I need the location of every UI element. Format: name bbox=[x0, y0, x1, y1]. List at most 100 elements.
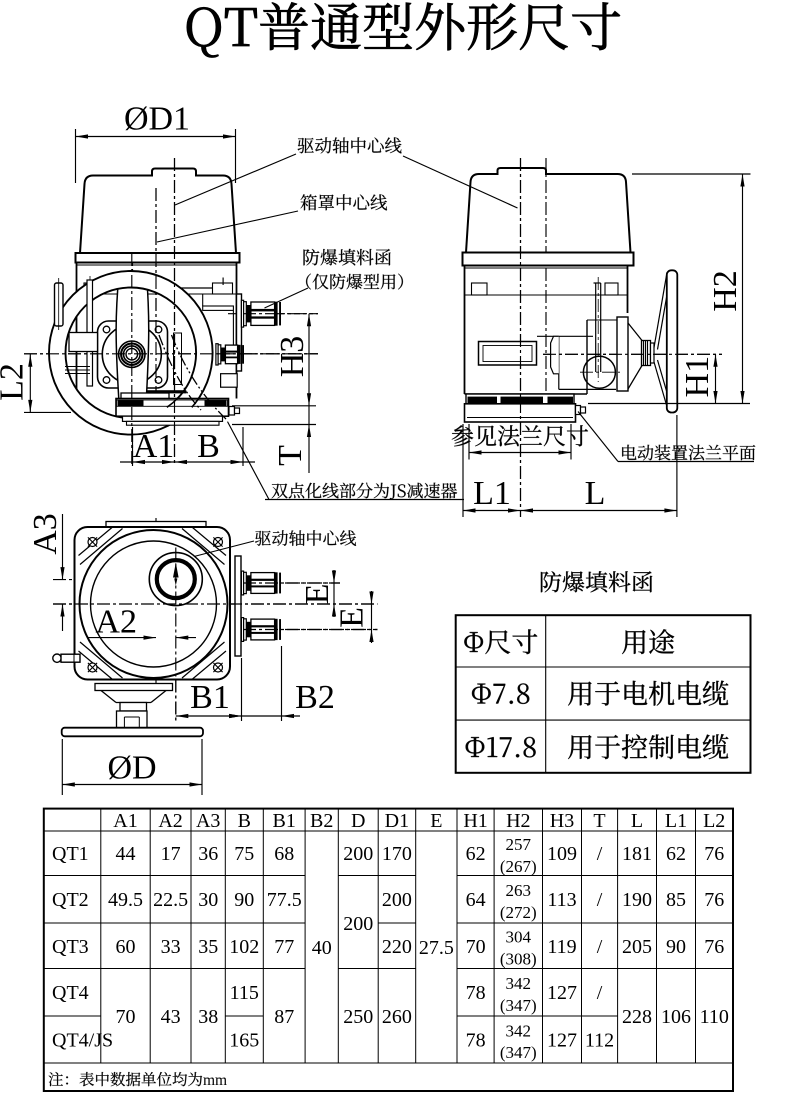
svg-text:(347): (347) bbox=[500, 1043, 537, 1062]
svg-text:109: 109 bbox=[547, 843, 577, 865]
svg-text:L: L bbox=[585, 475, 606, 512]
svg-text:304: 304 bbox=[506, 928, 532, 947]
svg-text:(308): (308) bbox=[500, 950, 537, 969]
svg-text:250: 250 bbox=[343, 1006, 373, 1028]
svg-text:(347): (347) bbox=[500, 996, 537, 1015]
svg-text:44: 44 bbox=[116, 843, 136, 865]
svg-text:190: 190 bbox=[622, 889, 652, 911]
svg-text:36: 36 bbox=[198, 843, 218, 865]
svg-text:200: 200 bbox=[382, 889, 412, 911]
svg-text:A1: A1 bbox=[133, 428, 175, 465]
svg-text:113: 113 bbox=[547, 889, 576, 911]
svg-text:QT3: QT3 bbox=[52, 936, 89, 958]
svg-text:77.5: 77.5 bbox=[267, 889, 302, 911]
svg-text:49.5: 49.5 bbox=[108, 889, 143, 911]
svg-text:/: / bbox=[597, 982, 603, 1004]
svg-text:76: 76 bbox=[704, 936, 724, 958]
svg-text:68: 68 bbox=[274, 843, 294, 865]
svg-text:228: 228 bbox=[622, 1006, 652, 1028]
svg-text:60: 60 bbox=[116, 936, 136, 958]
svg-text:H2: H2 bbox=[506, 810, 530, 832]
svg-text:165: 165 bbox=[229, 1030, 259, 1052]
svg-text:(272): (272) bbox=[500, 903, 537, 922]
svg-text:112: 112 bbox=[585, 1030, 614, 1052]
svg-text:127: 127 bbox=[547, 982, 577, 1004]
svg-text:102: 102 bbox=[229, 936, 259, 958]
svg-text:62: 62 bbox=[466, 843, 486, 865]
svg-text:70: 70 bbox=[466, 936, 486, 958]
svg-text:38: 38 bbox=[198, 1006, 218, 1028]
svg-text:87: 87 bbox=[274, 1006, 294, 1028]
svg-text:ØD1: ØD1 bbox=[124, 101, 190, 138]
svg-text:QT2: QT2 bbox=[52, 889, 89, 911]
svg-text:17: 17 bbox=[161, 843, 181, 865]
svg-text:B: B bbox=[197, 428, 220, 465]
svg-text:ØD: ØD bbox=[107, 750, 156, 787]
svg-text:257: 257 bbox=[506, 835, 532, 854]
svg-text:33: 33 bbox=[161, 936, 181, 958]
svg-text:E: E bbox=[334, 607, 371, 628]
svg-text:127: 127 bbox=[547, 1030, 577, 1052]
svg-text:70: 70 bbox=[116, 1006, 136, 1028]
svg-text:43: 43 bbox=[161, 1006, 181, 1028]
svg-text:QT1: QT1 bbox=[52, 843, 89, 865]
svg-text:90: 90 bbox=[234, 889, 254, 911]
svg-text:D: D bbox=[351, 810, 365, 832]
svg-text:L1: L1 bbox=[473, 475, 511, 512]
svg-text:A1: A1 bbox=[113, 810, 137, 832]
svg-text:T: T bbox=[593, 810, 605, 832]
svg-text:L2: L2 bbox=[703, 810, 725, 832]
svg-text:30: 30 bbox=[198, 889, 218, 911]
svg-text:L1: L1 bbox=[665, 810, 687, 832]
svg-text:75: 75 bbox=[234, 843, 254, 865]
svg-text:260: 260 bbox=[382, 1006, 412, 1028]
svg-text:342: 342 bbox=[506, 974, 532, 993]
svg-text:H2: H2 bbox=[707, 270, 744, 312]
svg-text:263: 263 bbox=[506, 881, 532, 900]
svg-text:77: 77 bbox=[274, 936, 294, 958]
svg-text:H1: H1 bbox=[679, 356, 716, 398]
svg-text:40: 40 bbox=[312, 937, 332, 959]
svg-text:E: E bbox=[299, 584, 336, 605]
svg-text:(267): (267) bbox=[500, 857, 537, 876]
svg-text:T: T bbox=[272, 445, 309, 466]
svg-text:205: 205 bbox=[622, 936, 652, 958]
svg-text:76: 76 bbox=[704, 843, 724, 865]
svg-text:76: 76 bbox=[704, 889, 724, 911]
svg-text:QT4: QT4 bbox=[52, 982, 89, 1004]
svg-text:200: 200 bbox=[343, 843, 373, 865]
svg-text:A3: A3 bbox=[196, 810, 220, 832]
svg-text:QT4/JS: QT4/JS bbox=[52, 1030, 113, 1052]
svg-text:/: / bbox=[597, 936, 603, 958]
svg-text:A2: A2 bbox=[158, 810, 182, 832]
svg-text:90: 90 bbox=[666, 936, 686, 958]
svg-text:/: / bbox=[597, 843, 603, 865]
svg-text:200: 200 bbox=[343, 913, 373, 935]
svg-text:78: 78 bbox=[466, 982, 486, 1004]
svg-text:35: 35 bbox=[198, 936, 218, 958]
svg-text:106: 106 bbox=[661, 1006, 691, 1028]
svg-text:L: L bbox=[631, 810, 643, 832]
svg-text:L2: L2 bbox=[0, 363, 31, 401]
svg-text:62: 62 bbox=[666, 843, 686, 865]
svg-text:H3: H3 bbox=[274, 336, 311, 378]
svg-text:B2: B2 bbox=[310, 810, 333, 832]
svg-text:119: 119 bbox=[547, 936, 576, 958]
svg-text:115: 115 bbox=[230, 982, 259, 1004]
svg-text:220: 220 bbox=[382, 936, 412, 958]
svg-text:78: 78 bbox=[466, 1030, 486, 1052]
svg-text:22.5: 22.5 bbox=[153, 889, 188, 911]
svg-text:B1: B1 bbox=[190, 679, 230, 716]
svg-text:342: 342 bbox=[506, 1021, 532, 1040]
svg-text:H1: H1 bbox=[463, 810, 487, 832]
svg-text:181: 181 bbox=[622, 843, 652, 865]
svg-text:B: B bbox=[238, 810, 251, 832]
svg-text:85: 85 bbox=[666, 889, 686, 911]
svg-text:27.5: 27.5 bbox=[419, 937, 454, 959]
svg-text:B2: B2 bbox=[295, 679, 335, 716]
svg-text:H3: H3 bbox=[550, 810, 574, 832]
svg-text:B1: B1 bbox=[273, 810, 296, 832]
svg-text:E: E bbox=[430, 810, 442, 832]
svg-text:64: 64 bbox=[466, 889, 486, 911]
svg-text:170: 170 bbox=[382, 843, 412, 865]
